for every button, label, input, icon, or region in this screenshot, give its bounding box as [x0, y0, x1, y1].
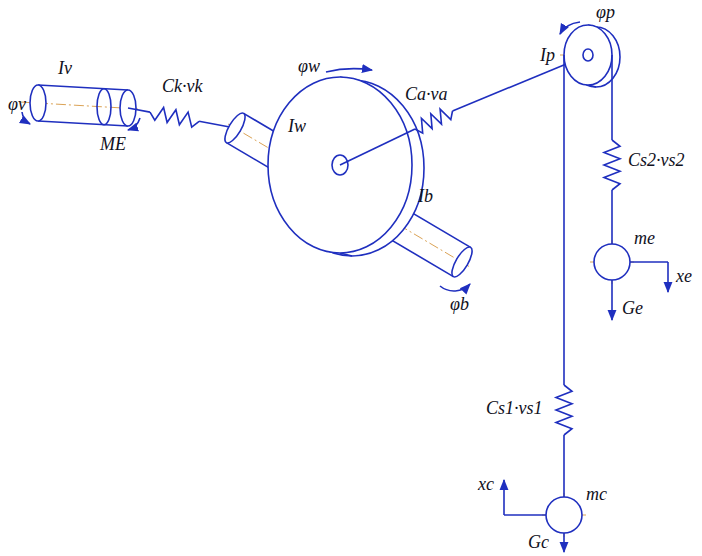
symbol-label: me [634, 228, 655, 248]
motor-inertia-cylinder [22, 85, 140, 130]
symbol-label: mc [586, 484, 607, 504]
symbol-label: Ib [418, 186, 433, 206]
shaft-spring [128, 108, 235, 129]
symbol-label: φb [450, 294, 469, 314]
symbol-label: xc [478, 474, 494, 494]
symbol-label: Ip [540, 45, 555, 65]
symbol-label: Iw [288, 116, 306, 136]
symbol-label: xe [676, 266, 692, 286]
pulley [560, 22, 620, 87]
symbol-label: φv [8, 94, 26, 114]
axial-spring [340, 55, 588, 165]
left-rope-mass [504, 55, 582, 552]
right-rope-mass [594, 55, 668, 320]
symbol-label: Ck·vk [162, 76, 202, 96]
symbol-label: Cs2·vs2 [628, 150, 685, 170]
symbol-label: Gc [528, 532, 549, 552]
symbol-label: Ca·va [405, 84, 448, 104]
symbol-label: φp [596, 2, 615, 22]
symbol-label: ME [100, 134, 126, 154]
symbol-label: Ge [622, 298, 643, 318]
center-lines [20, 30, 634, 537]
symbol-label: Cs1·vs1 [486, 398, 543, 418]
gear-wheel [268, 69, 424, 256]
symbol-label: φw [298, 56, 320, 76]
symbol-label: Iv [58, 58, 72, 78]
